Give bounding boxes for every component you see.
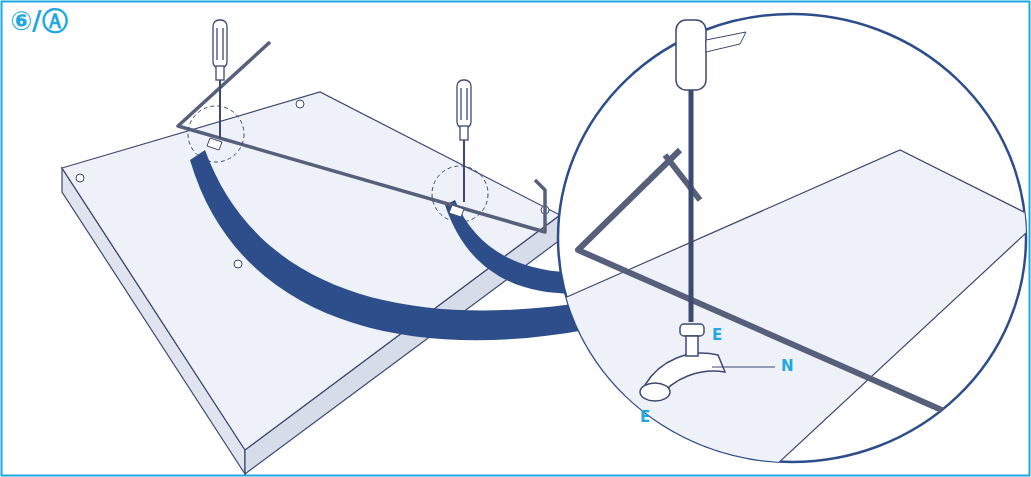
zoom-arrow xyxy=(190,150,600,340)
part-letter: E xyxy=(640,410,650,425)
part-letter: E xyxy=(712,328,722,343)
detail-circle xyxy=(188,106,244,162)
detail-circle xyxy=(432,166,488,222)
step-number: ⑥/Ⓐ xyxy=(10,8,68,34)
leader-line xyxy=(712,366,775,367)
detail-view xyxy=(558,14,1031,477)
screwdriver xyxy=(457,80,471,202)
wire-bracket xyxy=(178,42,545,232)
part-letter: N xyxy=(781,359,794,374)
screwdriver xyxy=(213,20,227,138)
